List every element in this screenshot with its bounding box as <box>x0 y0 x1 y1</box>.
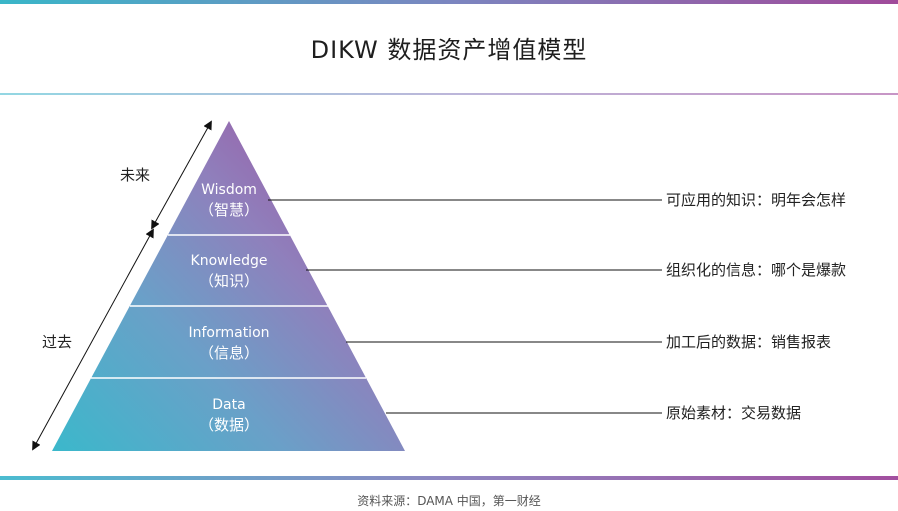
future-label: 未来 <box>120 166 150 184</box>
level-wisdom-title: Wisdom <box>201 182 257 198</box>
description-information: 加工后的数据：销售报表 <box>666 333 831 351</box>
description-data: 原始素材：交易数据 <box>666 404 801 422</box>
level-information-sub: （信息） <box>199 344 259 362</box>
title-divider <box>0 93 898 95</box>
footer-divider <box>0 476 898 480</box>
level-data-sub: （数据） <box>199 416 259 434</box>
level-knowledge-sub: （知识） <box>199 272 259 290</box>
level-wisdom-sub: （智慧） <box>199 201 259 219</box>
source-note: 资料来源：DAMA 中国，第一财经 <box>357 494 541 508</box>
level-knowledge-title: Knowledge <box>191 253 268 269</box>
level-information-title: Information <box>188 325 269 341</box>
future-arrow <box>151 120 212 230</box>
description-knowledge: 组织化的信息：哪个是爆款 <box>666 261 846 279</box>
past-label: 过去 <box>42 333 72 351</box>
page-title: DIKW 数据资产增值模型 <box>310 36 588 64</box>
past-arrow <box>32 228 154 451</box>
top-accent-bar <box>0 0 898 4</box>
description-wisdom: 可应用的知识：明年会怎样 <box>666 191 846 209</box>
level-data-title: Data <box>212 397 245 413</box>
